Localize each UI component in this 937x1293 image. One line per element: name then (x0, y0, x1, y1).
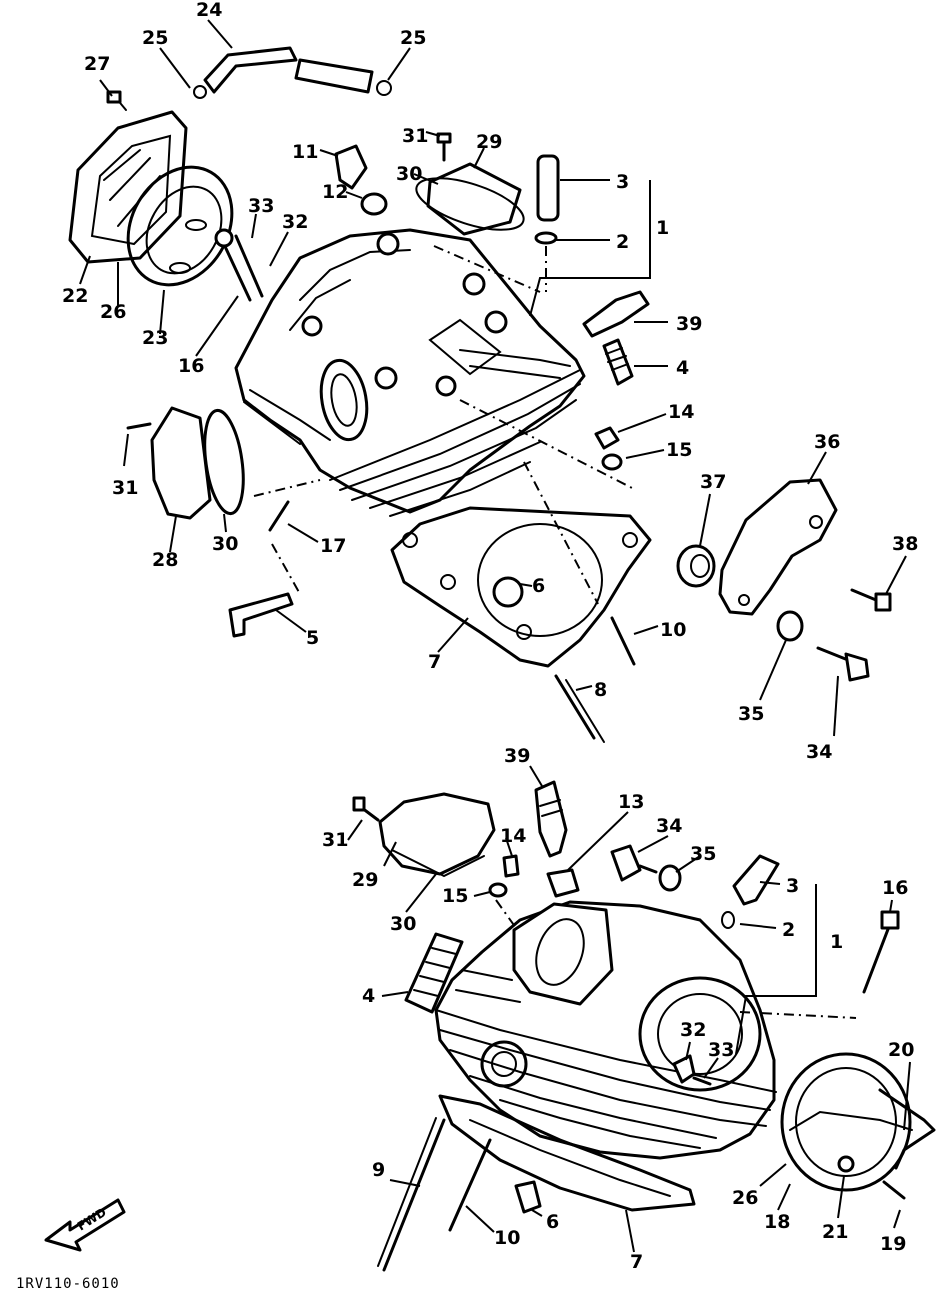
callout-9: 9 (372, 1159, 385, 1181)
callout-32: 32 (680, 1019, 706, 1041)
callout-4: 4 (676, 357, 689, 379)
callout-1: 1 (830, 931, 843, 953)
callout-2: 2 (616, 231, 629, 253)
side-cover-assembly (68, 90, 264, 302)
callout-20: 20 (888, 1039, 914, 1061)
callout-10: 10 (494, 1227, 520, 1249)
callout-36: 36 (814, 431, 840, 453)
callout-37: 37 (700, 471, 726, 493)
callout-6: 6 (532, 575, 545, 597)
callout-23: 23 (142, 327, 168, 349)
cylinder-head-gasket-lower (438, 1094, 696, 1212)
callout-3: 3 (616, 171, 629, 193)
upper-small-parts (126, 132, 892, 743)
callout-29: 29 (352, 869, 378, 891)
front-cylinder-head (234, 228, 586, 517)
callout-34: 34 (656, 815, 682, 837)
callout-4: 4 (362, 985, 375, 1007)
callout-19: 19 (880, 1233, 906, 1255)
forward-arrow-icon: FWD (44, 1198, 126, 1252)
callout-14: 14 (668, 401, 694, 423)
diagram-code: 1RV110-6010 (16, 1276, 120, 1292)
callout-31: 31 (402, 125, 428, 147)
callout-26: 26 (100, 301, 126, 323)
callout-34: 34 (806, 741, 832, 763)
callout-10: 10 (660, 619, 686, 641)
callout-15: 15 (666, 439, 692, 461)
callout-33: 33 (248, 195, 274, 217)
rear-cylinder-head (434, 900, 777, 1160)
callout-7: 7 (428, 651, 441, 673)
callout-29: 29 (476, 131, 502, 153)
callout-26: 26 (732, 1187, 758, 1209)
callout-38: 38 (892, 533, 918, 555)
callout-16: 16 (178, 355, 204, 377)
callout-39: 39 (676, 313, 702, 335)
callout-22: 22 (62, 285, 88, 307)
callout-12: 12 (322, 181, 348, 203)
callout-8: 8 (594, 679, 607, 701)
callout-31: 31 (322, 829, 348, 851)
callout-35: 35 (690, 843, 716, 865)
callout-30: 30 (212, 533, 238, 555)
callout-35: 35 (738, 703, 764, 725)
callout-2: 2 (782, 919, 795, 941)
callout-labels: 24 25 25 27 31 29 11 12 30 3 2 1 33 32 2… (62, 0, 918, 1273)
leader-lines (79, 19, 911, 1253)
callout-39: 39 (504, 745, 530, 767)
callout-3: 3 (786, 875, 799, 897)
callout-7: 7 (630, 1251, 643, 1273)
callout-30: 30 (396, 163, 422, 185)
callout-11: 11 (292, 141, 318, 163)
callout-6: 6 (546, 1211, 559, 1233)
callout-16: 16 (882, 877, 908, 899)
callout-25: 25 (400, 27, 426, 49)
callout-21: 21 (822, 1221, 848, 1243)
callout-17: 17 (320, 535, 346, 557)
callout-5: 5 (306, 627, 319, 649)
callout-32: 32 (282, 211, 308, 233)
callout-14: 14 (500, 825, 526, 847)
callout-18: 18 (764, 1211, 790, 1233)
lower-small-parts (352, 780, 936, 1272)
callout-1: 1 (656, 217, 669, 239)
callout-28: 28 (152, 549, 178, 571)
callout-24: 24 (196, 0, 222, 21)
callout-13: 13 (618, 791, 644, 813)
callout-31: 31 (112, 477, 138, 499)
callout-25: 25 (142, 27, 168, 49)
callout-33: 33 (708, 1039, 734, 1061)
cylinder-head-gasket-upper (390, 506, 652, 668)
callout-15: 15 (442, 885, 468, 907)
callout-30: 30 (390, 913, 416, 935)
breather-hose (193, 46, 392, 99)
callout-27: 27 (84, 53, 110, 75)
